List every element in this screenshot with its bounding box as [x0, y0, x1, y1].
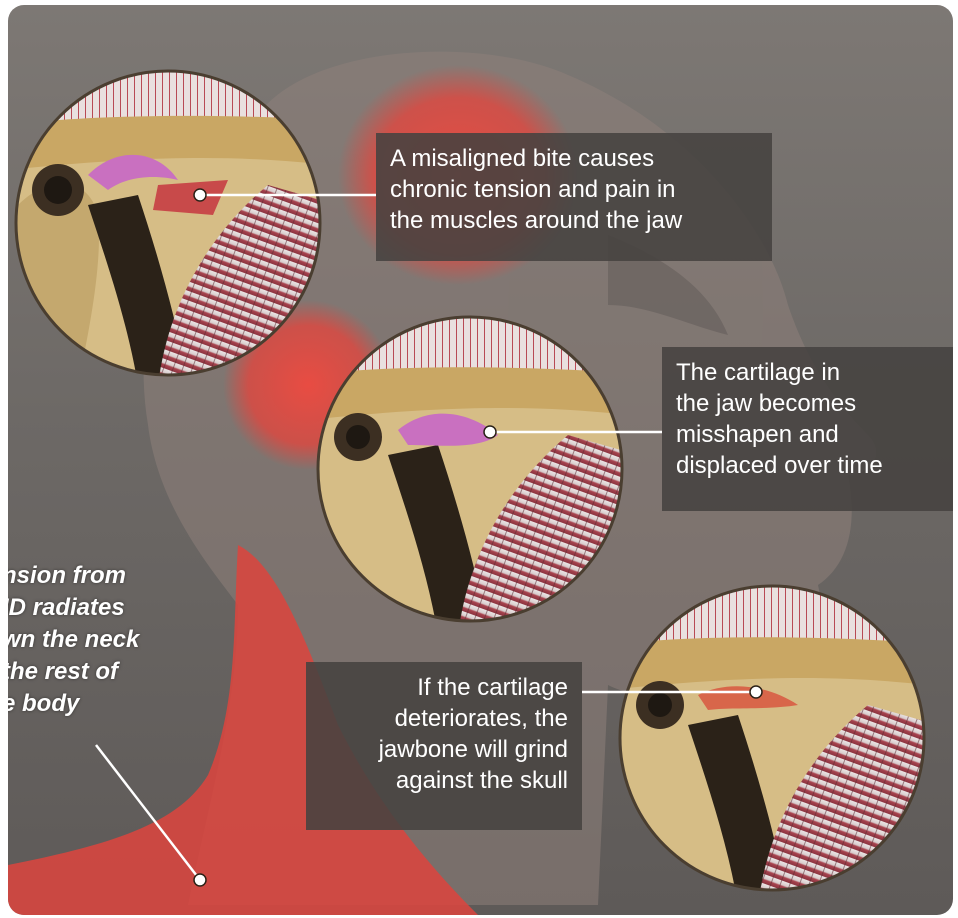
- callout-line: against the skull: [320, 765, 568, 796]
- callout-line: If the cartilage: [320, 672, 568, 703]
- diagram-frame: A misaligned bite causes chronic tension…: [8, 5, 953, 915]
- callout-line: the jaw becomes: [676, 388, 942, 419]
- callout-neck-radiation: nsion from ID radiates wn the neck the r…: [8, 560, 139, 720]
- callout-muscle-tension: A misaligned bite causes chronic tension…: [376, 133, 772, 261]
- callout-line: chronic tension and pain in: [390, 174, 758, 205]
- callout-line: e body: [8, 688, 139, 720]
- callout-line: The cartilage in: [676, 357, 942, 388]
- callout-line: ID radiates: [8, 592, 139, 624]
- callout-cartilage-deteriorates: If the cartilage deteriorates, the jawbo…: [306, 662, 582, 830]
- callout-line: nsion from: [8, 560, 139, 592]
- callout-cartilage-displaced: The cartilage in the jaw becomes misshap…: [662, 347, 953, 511]
- callout-line: wn the neck: [8, 624, 139, 656]
- callout-line: displaced over time: [676, 450, 942, 481]
- callout-line: A misaligned bite causes: [390, 143, 758, 174]
- callout-line: deteriorates, the: [320, 703, 568, 734]
- callout-line: jawbone will grind: [320, 734, 568, 765]
- callout-line: the rest of: [8, 656, 139, 688]
- callout-line: misshapen and: [676, 419, 942, 450]
- callout-line: the muscles around the jaw: [390, 205, 758, 236]
